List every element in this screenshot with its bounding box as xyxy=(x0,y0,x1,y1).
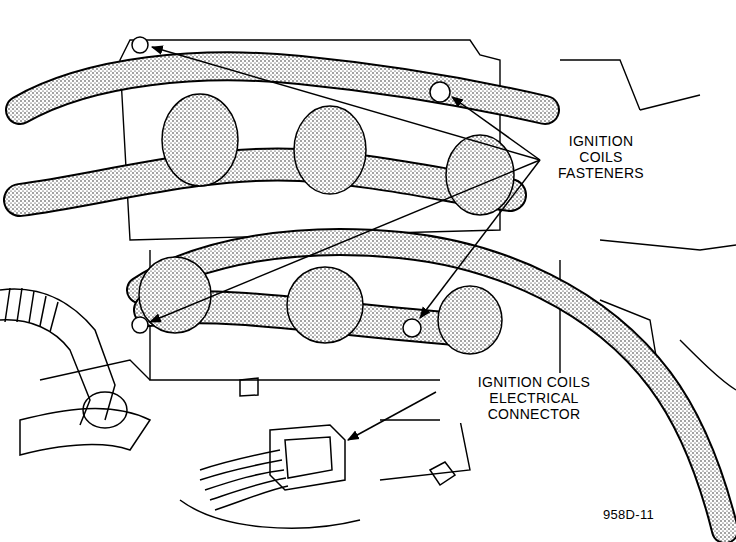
electrical-connector xyxy=(180,378,455,528)
lower-coil-boots xyxy=(139,257,502,354)
upper-coil-boots xyxy=(162,94,514,215)
engine-block xyxy=(40,40,736,480)
coil-fasteners xyxy=(132,37,450,337)
corrugated-hose xyxy=(0,288,150,455)
callout-label: IGNITION COILS ELECTRICAL CONNECTOR xyxy=(440,373,628,423)
lower-hoses xyxy=(140,242,725,530)
callout-label: IGNITION COILS FASTENERS xyxy=(546,132,656,182)
figure-number: 958D-11 xyxy=(600,506,657,524)
